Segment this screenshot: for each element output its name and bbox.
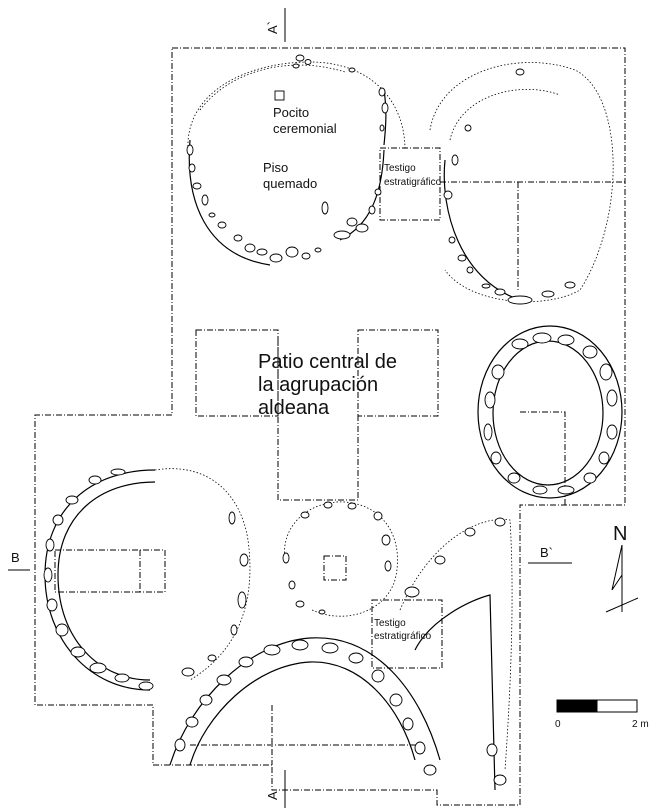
structure-right-oval [477, 325, 623, 499]
structure-left [43, 468, 251, 691]
pocito-label: Pocito ceremonial [273, 105, 337, 136]
structure-top-right [429, 62, 614, 305]
testigo-bottom-label: Testigo estratigráfico [374, 618, 432, 642]
north-arrow [605, 544, 639, 613]
stones-right-oval [483, 332, 618, 495]
piso-quemado-label: Piso quemado [263, 160, 317, 191]
stones-top-left [186, 54, 389, 263]
section-a-bottom-label: A [265, 791, 280, 800]
structure-top-left [186, 54, 406, 266]
pocito-ceremonial-marker [274, 90, 285, 101]
patio-central-label: Patio central de la agrupación aldeana [258, 351, 403, 419]
section-b-left-label: B [11, 550, 20, 565]
scale-end-label: 2 m [632, 719, 649, 730]
north-label: N [613, 523, 627, 545]
scale-start-label: 0 [555, 719, 561, 730]
structure-center-circle [282, 501, 398, 617]
section-lines [8, 8, 572, 808]
section-a-top-label: A` [265, 21, 280, 34]
testigo-top-label: Testigo estratigráfico [384, 163, 442, 188]
stones-top-right [443, 68, 576, 305]
stones-bottom-arch [174, 517, 507, 786]
stones-left [43, 468, 249, 691]
structure-bottom-arch [169, 517, 513, 791]
stones-center-circle [282, 501, 392, 615]
scale-bar [556, 699, 638, 713]
section-b-right-label: B` [540, 545, 553, 560]
excavation-boundary [34, 47, 626, 806]
